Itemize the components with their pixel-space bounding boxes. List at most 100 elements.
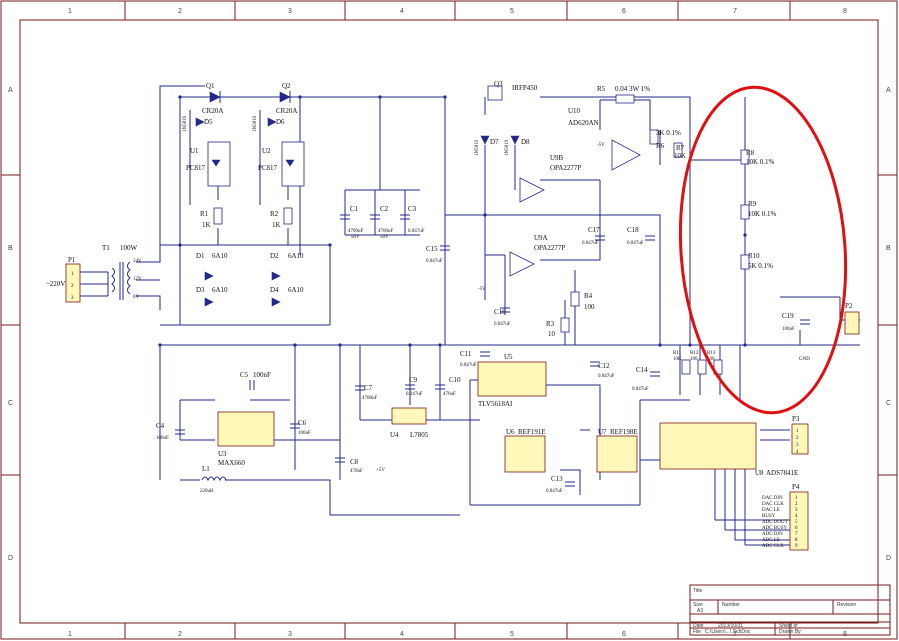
zone-col-2: 2 [178, 8, 182, 15]
svg-text:12V: 12V [133, 277, 142, 282]
svg-text:R1: R1 [200, 210, 209, 218]
svg-text:0.047uF: 0.047uF [494, 322, 511, 327]
r4-resistor: R4 100 [570, 291, 595, 311]
svg-text:5K 0.1%: 5K 0.1% [748, 262, 773, 270]
svg-text:10: 10 [548, 330, 556, 338]
svg-text:~220V: ~220V [46, 280, 65, 288]
svg-text:9: 9 [795, 544, 798, 549]
svg-text:D4: D4 [270, 286, 279, 294]
svg-text:0.047uF: 0.047uF [406, 392, 423, 397]
d7-diode: D7 1N5819 [475, 135, 499, 156]
svg-text:IRFP450: IRFP450 [512, 84, 538, 92]
svg-text:Q3: Q3 [494, 80, 503, 88]
svg-text:PC817: PC817 [186, 164, 206, 172]
svg-text:6A10: 6A10 [288, 252, 304, 260]
svg-text:C3: C3 [408, 205, 417, 213]
svg-text:1N5819: 1N5819 [475, 139, 480, 156]
svg-text:2: 2 [71, 284, 74, 289]
zone-col-6-b: 6 [622, 631, 626, 638]
svg-text:100W: 100W [120, 244, 138, 252]
svg-text:100nF: 100nF [253, 371, 271, 379]
svg-text:C13: C13 [551, 475, 563, 483]
svg-text:470uF: 470uF [443, 392, 456, 397]
c10-capacitor: C10 470uF [435, 376, 461, 397]
zone-col-8: 8 [843, 8, 847, 15]
svg-text:0.047uF: 0.047uF [408, 229, 425, 234]
svg-text:C1: C1 [350, 205, 359, 213]
svg-text:ADC CLK: ADC CLK [762, 544, 784, 549]
svg-text:0.047uF: 0.047uF [426, 259, 443, 264]
svg-text:A3: A3 [697, 608, 703, 614]
svg-text:D2: D2 [270, 252, 279, 260]
svg-text:10K 0.1%: 10K 0.1% [746, 158, 775, 166]
svg-text:ADS7841E: ADS7841E [766, 469, 798, 477]
c16-capacitor: C16 0.047uF -5V [478, 287, 511, 327]
svg-text:C19: C19 [782, 312, 794, 320]
svg-text:MAX660: MAX660 [218, 459, 245, 467]
svg-text:10K 0.1%: 10K 0.1% [748, 210, 777, 218]
svg-text:4: 4 [795, 514, 798, 519]
c11-capacitor: C11 0.047uF [460, 350, 490, 368]
c12-capacitor: C12 0.047uF [590, 361, 615, 379]
svg-text:C6: C6 [298, 419, 307, 427]
svg-text:BUSY: BUSY [762, 514, 776, 519]
svg-text:0V: 0V [133, 295, 140, 300]
svg-text:DAC LE: DAC LE [762, 508, 780, 513]
svg-text:R13: R13 [707, 351, 716, 356]
title-block: Title Size A3 Number Revision Date 2013/… [689, 584, 891, 636]
zone-col-1: 1 [68, 8, 72, 15]
zone-col-4: 4 [400, 8, 404, 15]
u4-regulator: U4 L7805 [390, 407, 429, 439]
l1-inductor: L1 220uH [200, 465, 227, 494]
svg-text:GND: GND [799, 357, 810, 362]
svg-text:C5: C5 [240, 371, 249, 379]
svg-text:DAC DIN: DAC DIN [762, 496, 783, 501]
svg-text:C7: C7 [364, 384, 373, 392]
zone-col-4-b: 4 [400, 631, 404, 638]
svg-text:50V: 50V [380, 235, 389, 240]
svg-text:U6: U6 [506, 428, 515, 436]
svg-text:R6: R6 [656, 142, 665, 150]
svg-text:R3: R3 [546, 320, 555, 328]
svg-text:C8: C8 [350, 458, 359, 466]
svg-text:REF198E: REF198E [610, 428, 638, 436]
zone-col-3: 3 [288, 8, 292, 15]
r2-resistor: R2 1K [270, 207, 293, 229]
svg-text:-5V: -5V [597, 143, 605, 148]
svg-text:CR20A: CR20A [202, 107, 223, 115]
c15-capacitor: C15 0.047uF [426, 245, 450, 264]
svg-text:R11: R11 [673, 351, 682, 356]
svg-text:1: 1 [795, 496, 798, 501]
zone-row-c: C [8, 400, 13, 407]
svg-text:Q1: Q1 [206, 82, 215, 90]
svg-text:2013/10/31: 2013/10/31 [718, 623, 743, 629]
svg-text:4: 4 [796, 450, 799, 455]
zone-row-d: D [8, 555, 13, 562]
svg-text:0.04 3W 1%: 0.04 3W 1% [615, 85, 650, 93]
bridge-rectifier: D1 6A10 D2 6A10 D3 6A10 D4 6A10 [196, 252, 304, 307]
svg-text:CR20A: CR20A [276, 107, 297, 115]
svg-text:D7: D7 [490, 138, 499, 146]
svg-text:0.047uF: 0.047uF [460, 363, 477, 368]
svg-text:0.047uF: 0.047uF [546, 489, 563, 494]
svg-text:C9: C9 [409, 376, 418, 384]
svg-text:C12: C12 [598, 362, 610, 370]
svg-text:R7: R7 [676, 144, 685, 152]
zone-col-5-b: 5 [510, 631, 514, 638]
svg-text:50V: 50V [351, 235, 360, 240]
svg-text:4700uF: 4700uF [348, 229, 364, 234]
svg-text:T1: T1 [102, 244, 110, 252]
bulk-capacitors: C1 C2 C3 4700uF 50V 4700uF 50V 0.047uF [340, 205, 425, 240]
q1-scr: Q1 CR20A [202, 82, 223, 115]
svg-text:0.047uF: 0.047uF [598, 374, 615, 379]
svg-text:D1: D1 [196, 252, 205, 260]
c17-capacitor: C17 0.047uF [582, 226, 605, 246]
svg-text:C11: C11 [460, 350, 472, 358]
svg-text:Date: Date [693, 623, 704, 629]
svg-text:1N5819: 1N5819 [183, 115, 188, 132]
inner-frame [19, 19, 879, 624]
